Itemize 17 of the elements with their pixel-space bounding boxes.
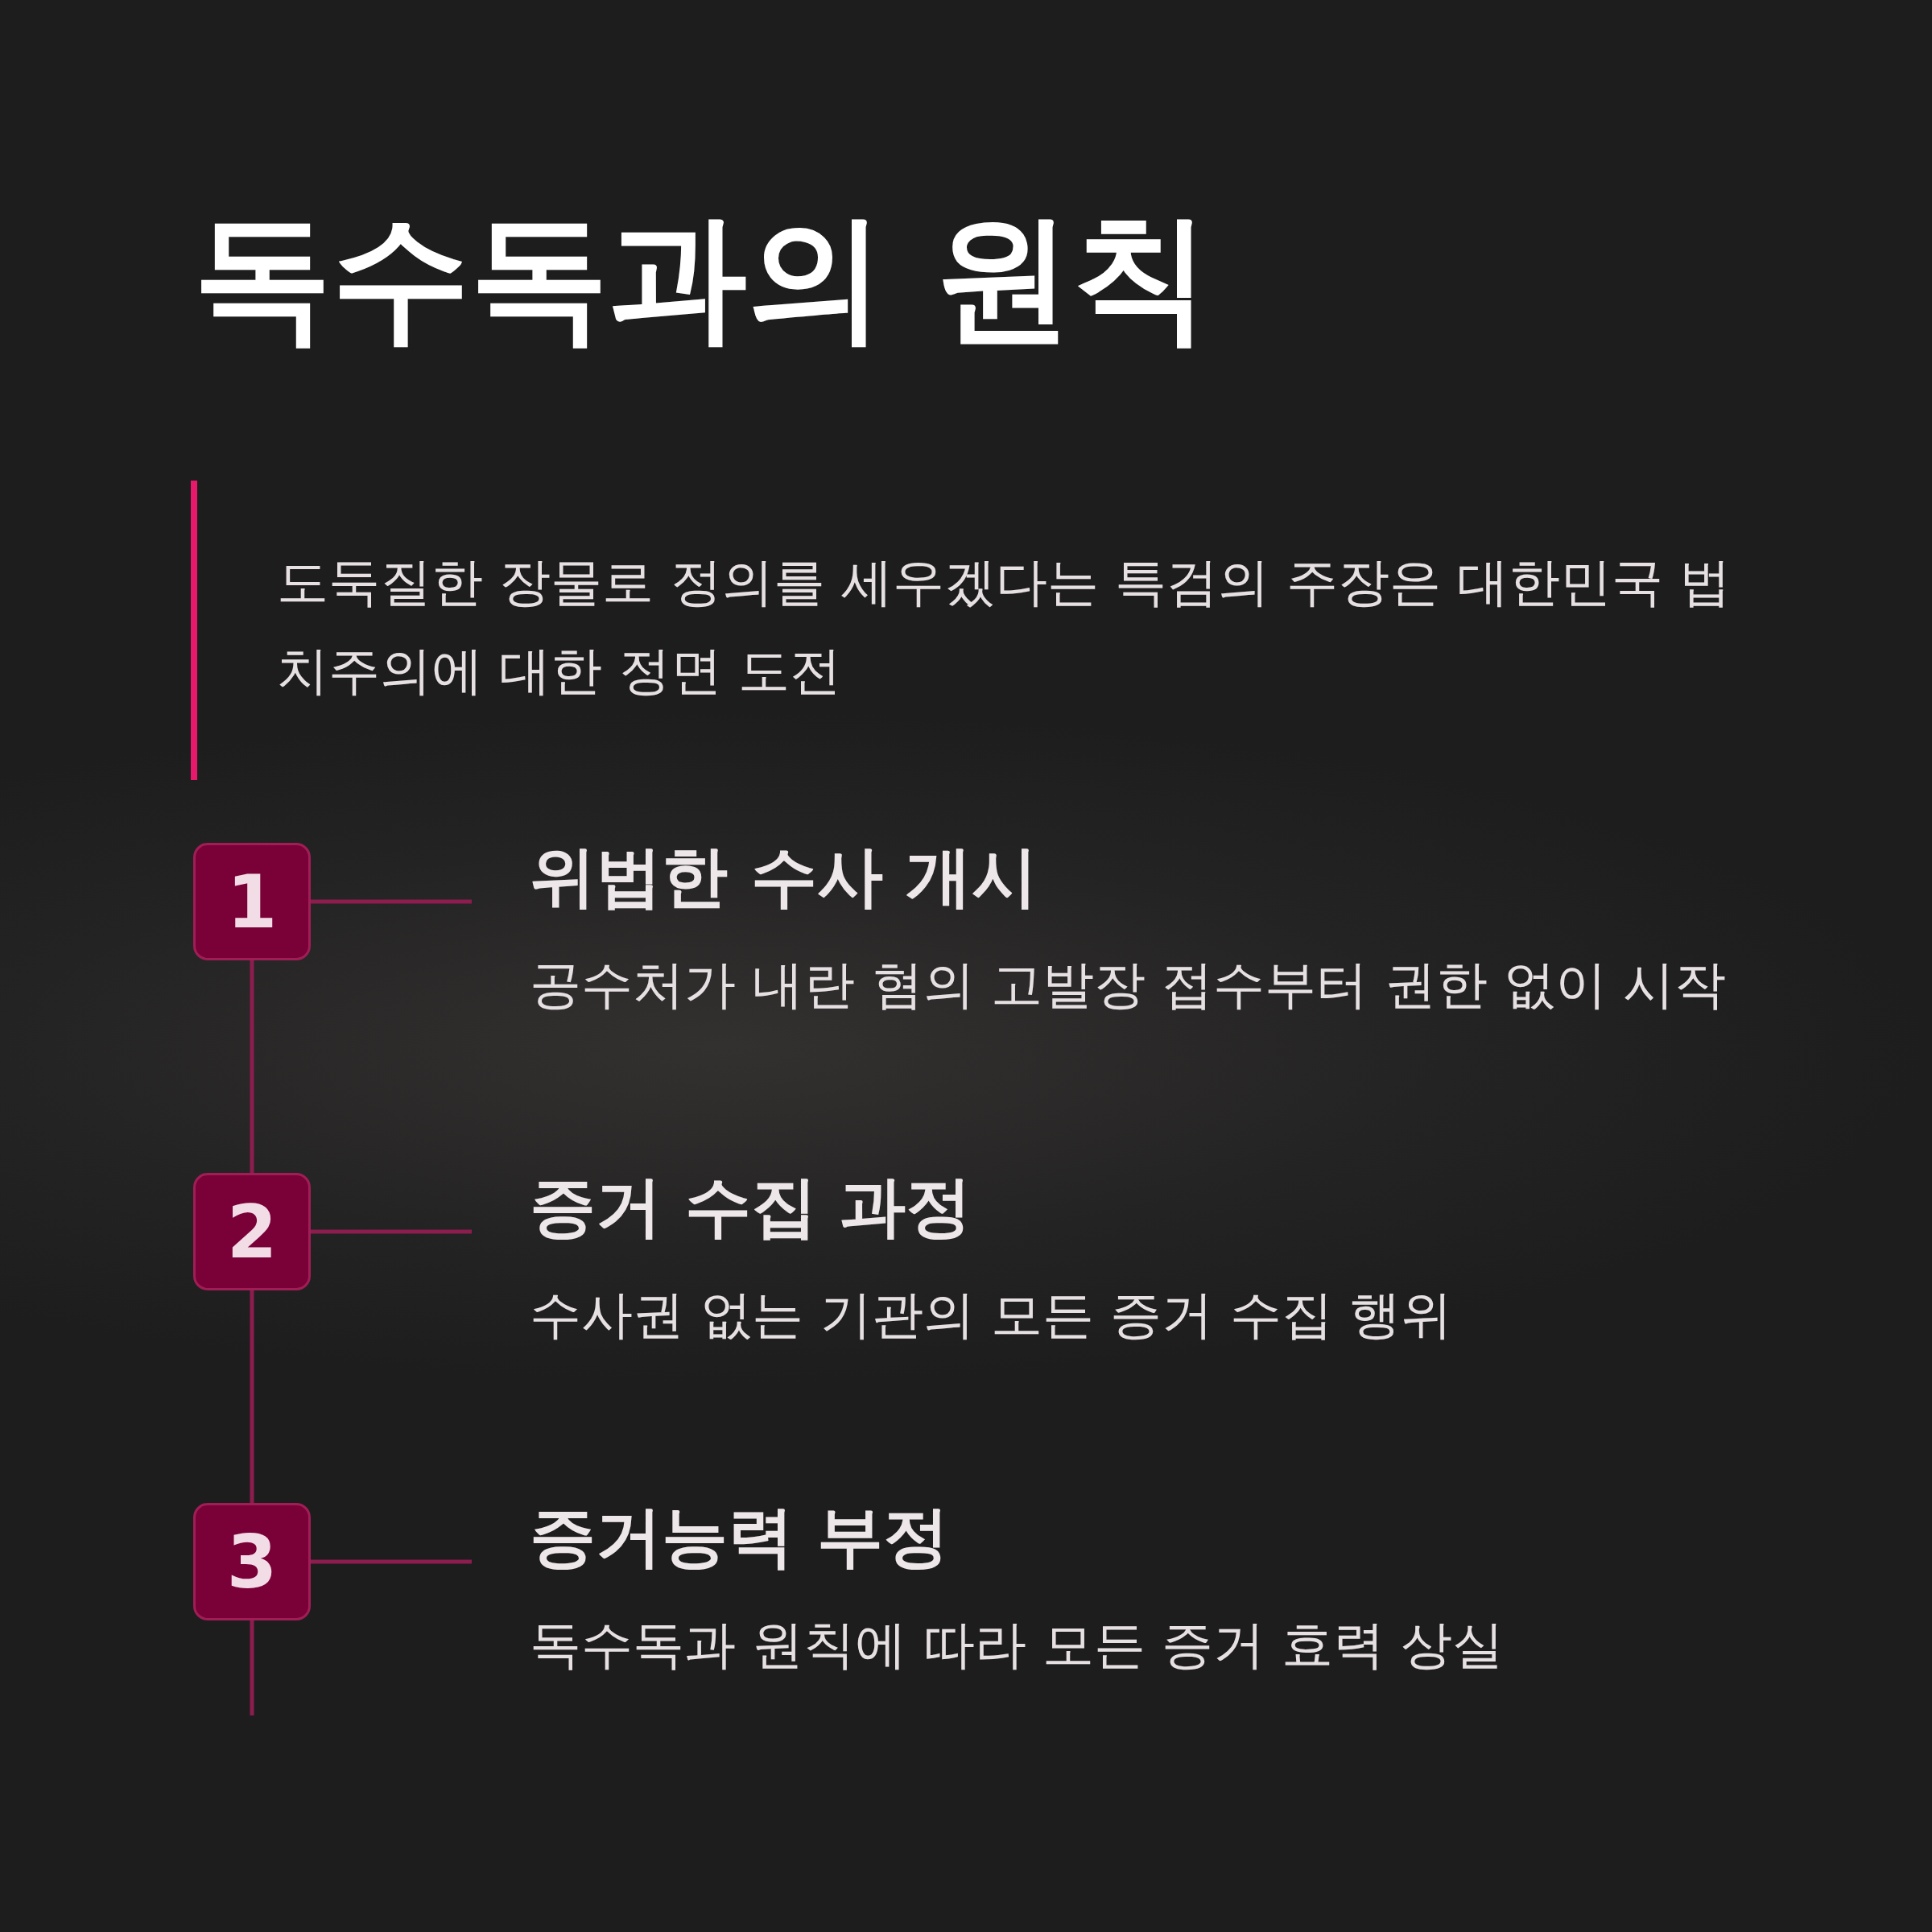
step-heading: 위법한 수사 개시 xyxy=(530,837,1038,916)
step-heading: 증거 수집 과정 xyxy=(530,1167,972,1246)
quote-text: 도둑질한 장물로 정의를 세우겠다는 특검의 주장은 대한민국 법치주의에 대한 정면 도전 xyxy=(277,551,1732,702)
step-heading: 증거능력 부정 xyxy=(530,1497,949,1576)
connector-line xyxy=(250,1620,254,1715)
connector-line xyxy=(311,1559,472,1564)
step-description: 수사권 없는 기관의 모든 증거 수집 행위 xyxy=(530,1284,1453,1347)
step-number-box: 3 xyxy=(193,1503,311,1620)
connector-line xyxy=(250,1290,254,1503)
step-description: 독수독과 원칙에 따라 모든 증거 효력 상실 xyxy=(530,1614,1505,1677)
step-number-box: 1 xyxy=(193,843,311,960)
connector-line xyxy=(311,899,472,904)
step-description: 공수처가 내란 혐의 고발장 접수부터 권한 없이 시작 xyxy=(530,954,1727,1017)
step-number-box: 2 xyxy=(193,1173,311,1290)
connector-line xyxy=(311,1229,472,1234)
title: 독수독과의 원칙 xyxy=(193,201,1211,354)
connector-line xyxy=(250,960,254,1173)
